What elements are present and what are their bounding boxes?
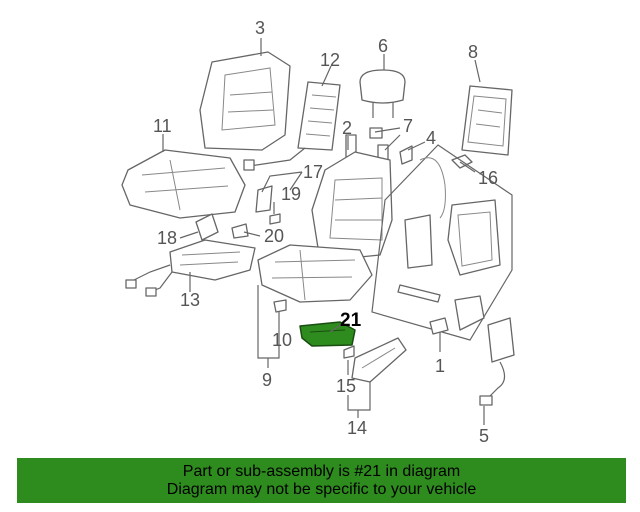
callout-17[interactable]: 17: [303, 162, 323, 182]
callout-9[interactable]: 9: [262, 370, 272, 390]
callout-1[interactable]: 1: [435, 356, 445, 376]
part-8-seatback-frame[interactable]: [461, 85, 513, 156]
part-11-cushion-cover[interactable]: [121, 149, 246, 219]
part-21-cover-highlighted[interactable]: [299, 321, 356, 347]
part-14-side-trim[interactable]: [351, 337, 407, 383]
leader-lines: [162, 38, 485, 425]
part-18-bracket[interactable]: [195, 213, 219, 241]
part-1-frame-assembly[interactable]: [371, 144, 513, 341]
callout-6[interactable]: 6: [378, 36, 388, 56]
part-20-clip[interactable]: [231, 223, 249, 239]
callout-11[interactable]: 11: [153, 116, 172, 136]
part-10-clip[interactable]: [273, 299, 287, 313]
part-9-seat-cushion[interactable]: [257, 244, 373, 303]
part-6-headrest[interactable]: [359, 69, 406, 118]
banner-line-1: Part or sub-assembly is #21 in diagram: [182, 463, 461, 480]
part-19-clip[interactable]: [255, 185, 281, 225]
callout-19[interactable]: 19: [281, 184, 301, 204]
callout-21[interactable]: 21: [340, 310, 362, 331]
callout-13[interactable]: 13: [180, 290, 200, 310]
callout-2[interactable]: 2: [342, 118, 352, 138]
callout-20[interactable]: 20: [264, 226, 284, 246]
part-4-bracket[interactable]: [399, 145, 413, 165]
part-13-cushion-pan[interactable]: [125, 239, 256, 297]
callout-4[interactable]: 4: [426, 128, 436, 148]
banner-line-2: Diagram may not be specific to your vehi…: [166, 481, 477, 498]
callout-12[interactable]: 12: [320, 50, 340, 70]
callout-labels: 3 12 6 8 11 2 7 4 16 17 19 20 18 13 10 9…: [153, 18, 498, 446]
seatback-assembly[interactable]: [311, 151, 393, 259]
callout-14[interactable]: 14: [347, 418, 367, 438]
part-12-seatback-pad[interactable]: [297, 81, 341, 151]
info-banner: Part or sub-assembly is #21 in diagram D…: [17, 458, 626, 503]
part-15-clip[interactable]: [343, 345, 355, 359]
callout-16[interactable]: 16: [478, 168, 498, 188]
callout-10[interactable]: 10: [272, 330, 292, 350]
part-3-seatback-cover[interactable]: [199, 51, 291, 151]
callout-8[interactable]: 8: [468, 42, 478, 62]
part-17-wire[interactable]: [243, 147, 306, 171]
callout-3[interactable]: 3: [255, 18, 265, 38]
callout-18[interactable]: 18: [157, 228, 177, 248]
seat-parts-diagram: 3 12 6 8 11 2 7 4 16 17 19 20 18 13 10 9…: [121, 18, 515, 446]
callout-15[interactable]: 15: [336, 376, 356, 396]
callout-7[interactable]: 7: [403, 116, 413, 136]
part-5-switch[interactable]: [479, 317, 515, 406]
callout-5[interactable]: 5: [479, 426, 489, 446]
